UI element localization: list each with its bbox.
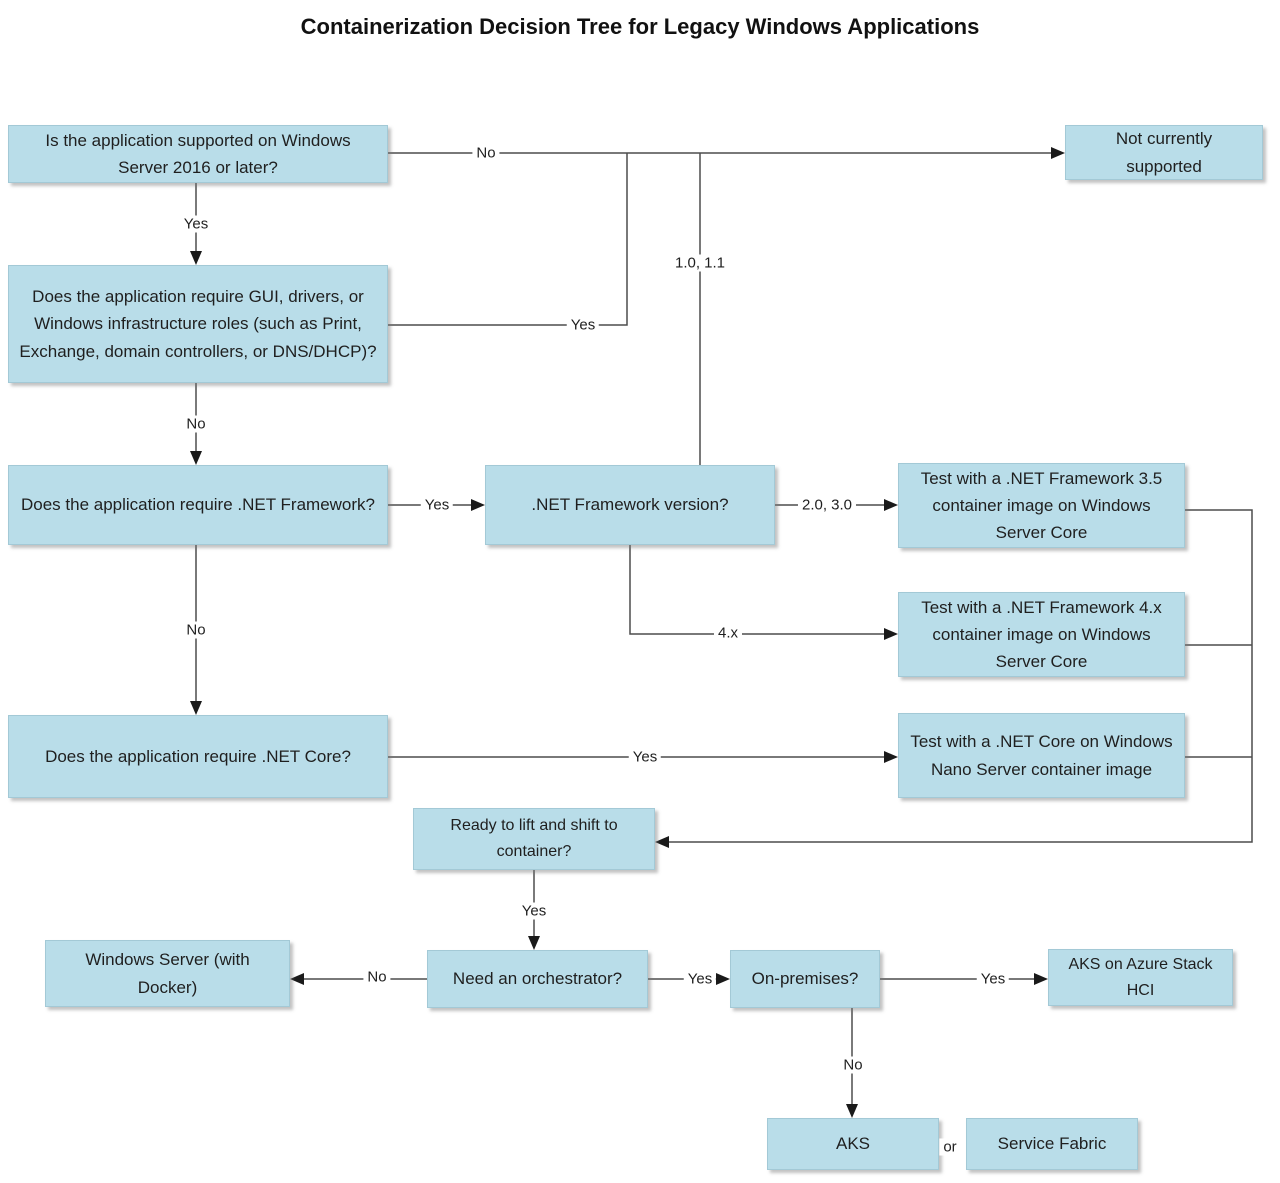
edge-label-supported-no: No: [472, 144, 500, 162]
node-question-need-orchestrator: Need an orchestrator?: [427, 950, 648, 1008]
node-net-framework-version: .NET Framework version?: [485, 465, 775, 545]
arrowhead-version: [471, 499, 485, 511]
node-question-supported: Is the application supported on Windows …: [8, 125, 388, 183]
edge-label-version-4x: 4.x: [713, 624, 743, 642]
arrowhead-not-supported: [1051, 147, 1065, 159]
arrowhead-q-onprem: [716, 973, 730, 985]
arrowhead-aks: [846, 1104, 858, 1118]
page-title: Containerization Decision Tree for Legac…: [300, 14, 980, 39]
edge-collector-to-ready: [669, 509, 1253, 843]
node-test-netfx-4x-server-core: Test with a .NET Framework 4.x container…: [898, 592, 1185, 677]
edge-label-orchestrator-no: No: [363, 968, 391, 986]
arrowhead-win-server: [290, 973, 304, 985]
arrowhead-aks-hci: [1034, 973, 1048, 985]
node-not-currently-supported: Not currently supported: [1065, 125, 1263, 180]
node-aks: AKS: [767, 1118, 939, 1170]
arrowhead-q-ready: [655, 836, 669, 848]
edge-label-version-10-11: 1.0, 1.1: [670, 254, 730, 272]
edge-label-or: or: [939, 1138, 961, 1156]
arrowhead-q-orchestrator: [528, 936, 540, 950]
edge-label-orchestrator-yes: Yes: [683, 970, 717, 988]
node-question-net-framework: Does the application require .NET Framew…: [8, 465, 388, 545]
node-question-ready-lift-shift: Ready to lift and shift to container?: [413, 808, 655, 870]
arrowhead-q-netcore: [190, 701, 202, 715]
arrowhead-q-gui: [190, 251, 202, 265]
edge-label-onprem-yes: Yes: [976, 970, 1010, 988]
edge-label-gui-yes: Yes: [566, 316, 600, 334]
edge-label-netfx-yes: Yes: [420, 496, 454, 514]
node-question-gui-drivers-roles: Does the application require GUI, driver…: [8, 265, 388, 383]
arrowhead-test-netcore: [884, 751, 898, 763]
edge-label-netcore-yes: Yes: [628, 748, 662, 766]
arrowhead-test-35: [884, 499, 898, 511]
node-question-on-premises: On-premises?: [730, 950, 880, 1008]
edge-label-ready-yes: Yes: [517, 902, 551, 920]
edge-label-supported-yes: Yes: [179, 215, 213, 233]
node-test-netcore-nano-server: Test with a .NET Core on Windows Nano Se…: [898, 713, 1185, 798]
node-windows-server-docker: Windows Server (with Docker): [45, 940, 290, 1007]
node-service-fabric: Service Fabric: [966, 1118, 1138, 1170]
edge-label-onprem-no: No: [839, 1056, 867, 1074]
edge-label-netfx-no: No: [182, 621, 210, 639]
edge-version-4x: [629, 545, 884, 635]
edge-label-version-20-30: 2.0, 3.0: [797, 496, 857, 514]
node-question-net-core: Does the application require .NET Core?: [8, 715, 388, 798]
arrowhead-test-4x: [884, 628, 898, 640]
node-aks-azure-stack-hci: AKS on Azure Stack HCI: [1048, 949, 1233, 1006]
edge-gui-yes: [388, 153, 628, 326]
arrowhead-q-netfx: [190, 451, 202, 465]
node-test-netfx-35-server-core: Test with a .NET Framework 3.5 container…: [898, 463, 1185, 548]
edge-label-gui-no: No: [182, 415, 210, 433]
